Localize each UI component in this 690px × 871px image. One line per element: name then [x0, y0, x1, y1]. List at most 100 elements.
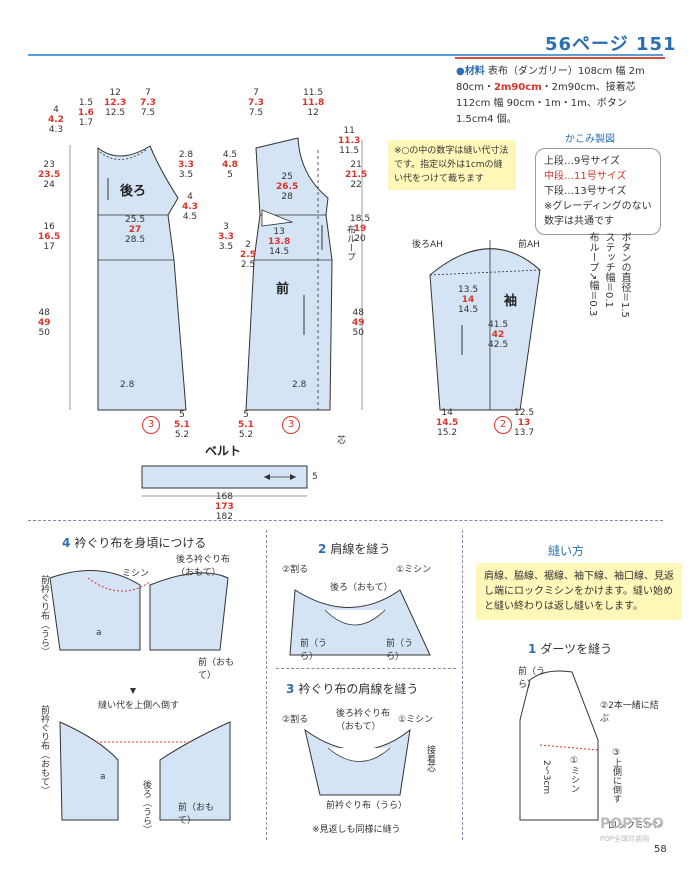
- s3-note: 後ろ衿ぐり布（おもて）: [336, 709, 391, 732]
- loop-note: 布ループ↗幅＝0.3: [587, 232, 598, 317]
- dim-value: 4.3: [48, 125, 64, 135]
- button-note: ボタンの直径＝1.5: [619, 232, 630, 318]
- dim-value: 2: [245, 240, 251, 250]
- s4-note: 後ろ（うら）: [141, 780, 151, 834]
- dim-value: 12.5: [514, 408, 535, 418]
- dim-value: 4.3: [182, 202, 198, 212]
- back-label: 後ろ: [120, 184, 147, 199]
- s2-note: ①ミシン: [396, 565, 432, 575]
- step-1-text: ダーツを縫う: [540, 642, 613, 656]
- dim-value: 4: [53, 105, 59, 115]
- s4-note: 前（おもて）: [178, 803, 215, 826]
- step-1-number: 1: [528, 642, 537, 656]
- dim-value: 12.5: [105, 108, 126, 118]
- step-3-number: 3: [286, 682, 295, 696]
- dim-value: 21: [350, 160, 362, 170]
- dim-front-hem-curve: 2.8: [292, 380, 307, 390]
- dim-value: 12.3: [104, 98, 127, 108]
- step-4-text: 衿ぐり布を身頃につける: [74, 536, 207, 550]
- sewing-method-title: 縫い方: [548, 544, 585, 558]
- s4-note: 後ろ衿ぐり布（おもて）: [176, 555, 231, 578]
- dim-value: 5.1: [238, 420, 254, 430]
- dim-value: 20: [354, 234, 366, 244]
- dim-value: 7.5: [248, 108, 264, 118]
- s4-note: 前（おもて）: [198, 658, 235, 681]
- dim-value: 28.5: [125, 235, 146, 245]
- materials-text-2: ・2m90cm、接着芯 112cm 幅 90cm・1m・1m、ボタン 1.5cm…: [456, 82, 636, 125]
- header-accent-rule: [455, 57, 665, 59]
- materials-label: ●材料: [456, 66, 485, 77]
- dim-value: 5: [179, 410, 185, 420]
- column-divider: [266, 530, 267, 840]
- dim-value: 48: [352, 308, 364, 318]
- dim-value: 25.5: [125, 215, 146, 225]
- s4-note: a: [96, 628, 102, 638]
- s2-note: 後ろ（おもて）: [330, 583, 393, 593]
- dim-value: 42.5: [488, 340, 509, 350]
- loop-label: 布ループ: [345, 225, 355, 261]
- dim-value: 7: [253, 88, 259, 98]
- dim-value: 11: [343, 126, 355, 136]
- dim-value: 4.5: [182, 212, 198, 222]
- dim-value: 50: [352, 328, 364, 338]
- dim-value: 17: [43, 242, 55, 252]
- dim-value: 182: [215, 512, 233, 522]
- dim-value: 3.3: [178, 160, 194, 170]
- dim-value: 24: [43, 180, 55, 190]
- dim-value: 23: [43, 160, 55, 170]
- dim-value: 12: [109, 88, 121, 98]
- dim-value: 18.5: [350, 214, 371, 224]
- materials-red: 2m90cm: [493, 82, 542, 93]
- dim-value: 11.5: [339, 146, 360, 156]
- dim-value: 5.2: [174, 430, 190, 440]
- dim-value: 11.3: [338, 136, 361, 146]
- s4-note: ミシン: [122, 569, 150, 579]
- dim-value: 5: [227, 170, 233, 180]
- dim-value: 14.5: [436, 418, 459, 428]
- dim-value: 14: [441, 408, 453, 418]
- size-bottom: 下段…13号サイズ: [544, 186, 627, 197]
- dim-value: 49: [38, 318, 51, 328]
- s2-note: ②割る: [282, 565, 309, 575]
- dim-value: 11.5: [303, 88, 324, 98]
- s1-note: 2〜3cm: [541, 760, 551, 795]
- back-ah-label: 後ろAH: [412, 240, 443, 250]
- dim-value: 27: [128, 225, 142, 235]
- dim-value: 173: [215, 502, 234, 512]
- dim-value: 14: [461, 295, 475, 305]
- dim-value: 1.7: [78, 118, 94, 128]
- dim-value: 4.8: [222, 160, 238, 170]
- dim-value: 13.8: [268, 237, 291, 247]
- watermark-text: POP全球时装网: [600, 835, 649, 843]
- page-title: 56ページ 151: [545, 34, 677, 55]
- dim-value: 1.5: [78, 98, 94, 108]
- dim-value: 22: [350, 180, 362, 190]
- dim-value: 5.2: [238, 430, 254, 440]
- dim-value: 25: [281, 172, 293, 182]
- size-mid: 中段…11号サイズ: [544, 171, 627, 182]
- dim-value: 2.8: [178, 150, 194, 160]
- s2-note: 前（うら）: [300, 639, 328, 662]
- dim-value: 15.2: [437, 428, 458, 438]
- s1-note: ③上側に倒す: [611, 748, 621, 803]
- dim-value: 13.7: [514, 428, 535, 438]
- s4-note: 前衿ぐり布（おもて）: [39, 705, 49, 795]
- dim-value: 7.3: [140, 98, 156, 108]
- dim-value: 48: [38, 308, 50, 318]
- column-divider: [462, 530, 463, 840]
